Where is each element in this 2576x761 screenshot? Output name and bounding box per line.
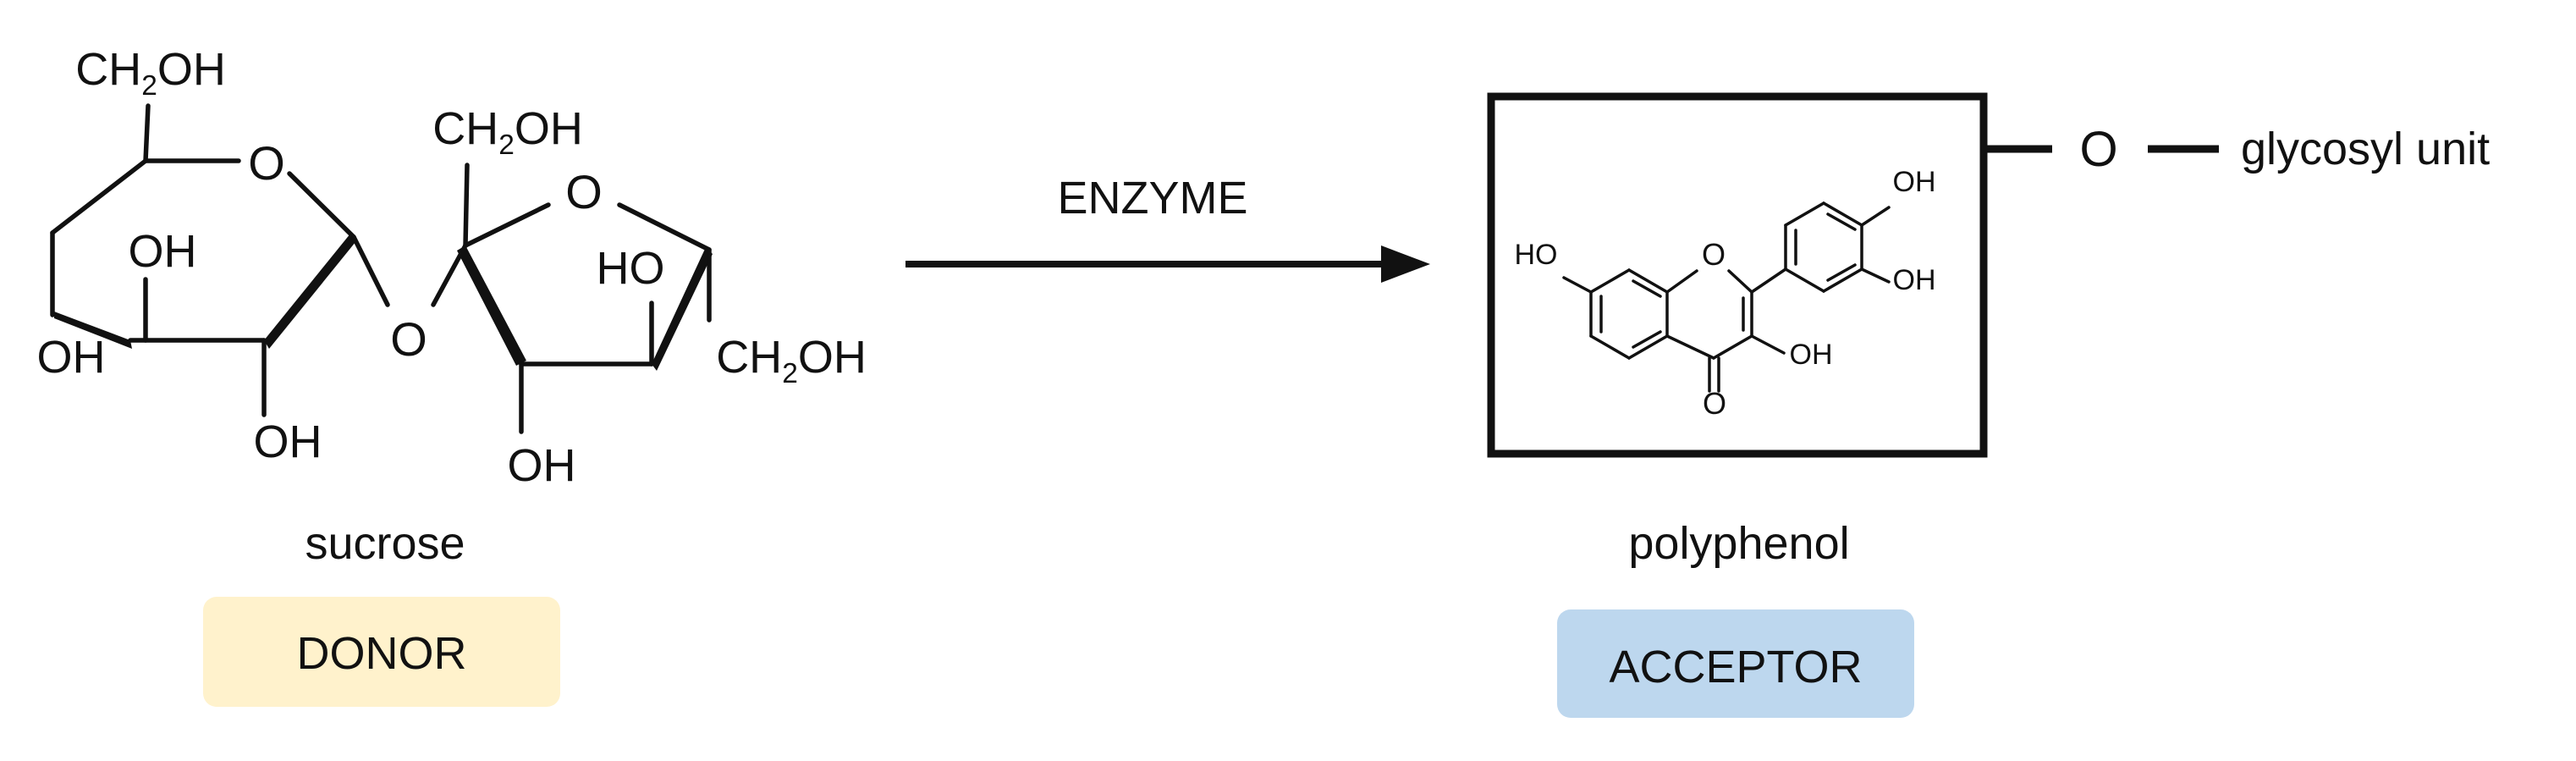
acceptor-box xyxy=(1487,92,1988,458)
fructose-ho-c3-label: HO xyxy=(597,243,665,294)
fructose-oh-c4-label: OH xyxy=(508,440,576,491)
fructose-ring-o-label: O xyxy=(565,165,603,218)
glycosyl-unit-label: glycosyl unit xyxy=(2241,124,2490,174)
polyphenol-oh-c3-label: OH xyxy=(1790,339,1833,371)
glucose-ring-o-label: O xyxy=(248,136,285,190)
fructose-wedge-left xyxy=(457,245,526,366)
sucrose-structure: CH2OH O OH OH OH O CH2OH O HO CH2OH OH xyxy=(37,44,867,491)
polyphenol-ring-o-label: O xyxy=(1702,237,1726,272)
fructose-wedge-right xyxy=(652,247,713,371)
acceptor-badge-label: ACCEPTOR xyxy=(1609,642,1862,692)
polyphenol-carbonyl-o-label: O xyxy=(1703,386,1726,421)
donor-badge xyxy=(203,597,560,707)
polyphenol-structure: HO O O OH OH OH xyxy=(1515,166,1936,421)
glucose-oh-c2-label: OH xyxy=(254,416,322,467)
glycosidic-o-label: O xyxy=(390,312,427,366)
reaction-arrow-head xyxy=(1381,245,1430,283)
enzyme-label: ENZYME xyxy=(1057,173,1247,223)
donor-badge-label: DONOR xyxy=(297,628,467,679)
polyphenol-oh-c4p-label: OH xyxy=(1893,166,1936,198)
glucose-wedge-right xyxy=(264,234,355,349)
fructose-ch2oh-right-label: CH2OH xyxy=(716,332,867,389)
acceptor-name: polyphenol xyxy=(1628,518,1849,569)
acceptor-badge xyxy=(1557,609,1914,718)
polyphenol-ho-c7-label: HO xyxy=(1515,239,1558,271)
fructose-ch2oh-top-label: CH2OH xyxy=(432,103,583,161)
donor-name: sucrose xyxy=(305,518,465,569)
glucose-ch2oh-label: CH2OH xyxy=(75,44,226,102)
linkage-o-label: O xyxy=(2079,122,2117,177)
glucose-oh-c4-label: OH xyxy=(37,332,106,383)
glucose-oh-c3-label: OH xyxy=(129,226,197,277)
glucose-wedge-left xyxy=(54,312,132,349)
polyphenol-oh-c3p-label: OH xyxy=(1893,264,1936,296)
